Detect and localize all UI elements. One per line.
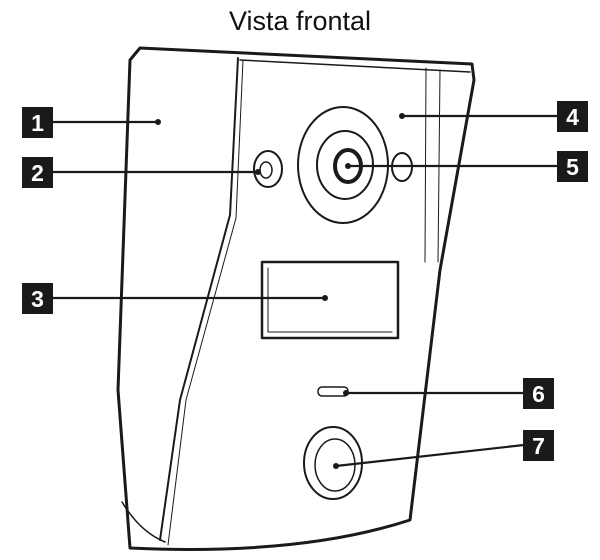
callout-box-3 [22,283,53,314]
callout-label-2: 2 [31,160,44,186]
leader-dot-1 [155,119,161,125]
callout-label-4: 4 [566,104,579,130]
callout-box-7 [523,430,554,461]
callout-5: 5 [557,151,588,182]
callout-7: 7 [523,430,554,461]
callout-4: 4 [557,101,588,132]
leader-dots [155,113,405,469]
callout-label-3: 3 [31,286,44,312]
front-panel-top [239,59,471,73]
name-plate [260,260,400,340]
callout-label-5: 5 [566,154,579,180]
callout-2: 2 [22,157,53,188]
name-plate-shadow [267,267,393,333]
callout-1: 1 [22,107,53,138]
callout-label-1: 1 [31,110,44,136]
callout-box-2 [22,157,53,188]
leader-lines [52,114,558,468]
leader-dot-2 [255,169,261,175]
housing-side-edge [159,57,239,541]
callout-box-1 [22,107,53,138]
callout-box-6 [523,378,554,409]
leader-dot-4 [399,113,405,119]
leader-dot-7 [333,463,339,469]
leader-dot-3 [322,295,328,301]
leader-line-7 [335,443,525,468]
callout-label-6: 6 [532,381,545,407]
callout-box-5 [557,151,588,182]
housing-bottom-edge [121,501,166,543]
call-button-inner [314,438,356,492]
diagram-title: Vista frontal [228,6,372,36]
sensor-left [253,150,283,188]
leader-dot-5 [345,163,351,169]
callout-box-4 [557,101,588,132]
callout-6: 6 [523,378,554,409]
callout-3: 3 [22,283,53,314]
leader-dot-6 [343,390,349,396]
callout-label-7: 7 [532,433,545,459]
housing-side-edge-inner [167,59,244,546]
